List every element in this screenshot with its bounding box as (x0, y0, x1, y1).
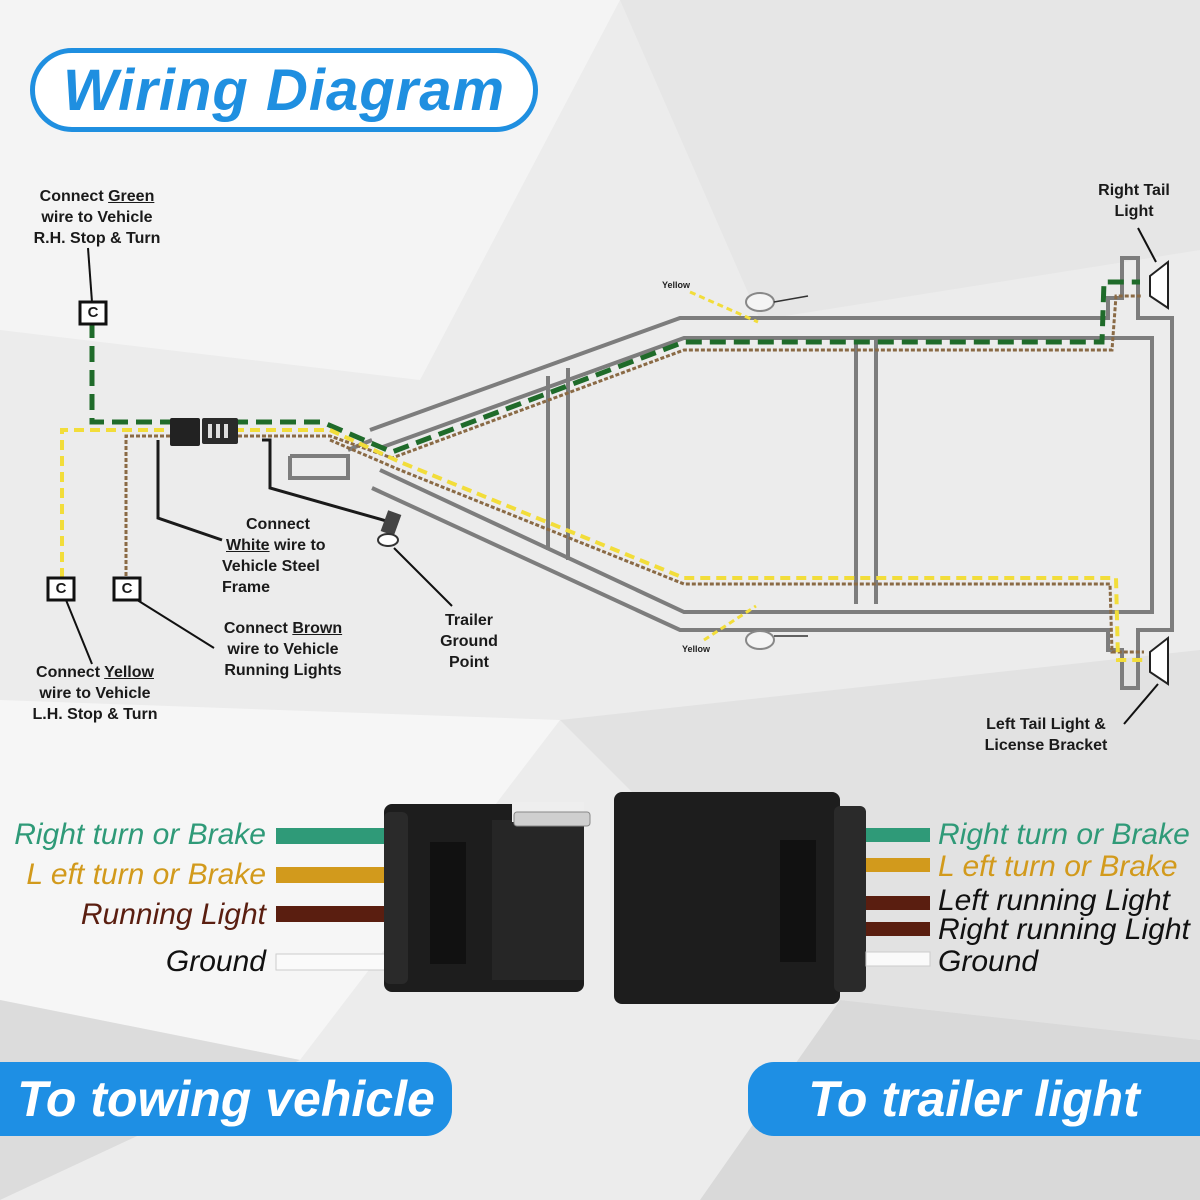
right-tail-light-callout: Right Tail Light (1098, 182, 1170, 220)
brown-wire-callout: Connect Brown wire to Vehicle Running Li… (223, 620, 343, 679)
side-marker-light-top-icon (745, 292, 809, 312)
trailer-wire-yellow (866, 858, 930, 872)
plug-connector-left (170, 418, 200, 446)
yellow-marker-bottom-label: Yellow (682, 644, 711, 654)
vehicle-wire-green (276, 828, 388, 844)
trailer-ground-point-callout: Trailer Ground Point (440, 612, 498, 671)
trailer-wire-label-5: Ground (938, 945, 1039, 978)
trailer-light-banner: To trailer light (748, 1062, 1200, 1136)
trailer-wire-label-1: Right turn or Brake (938, 818, 1190, 851)
connector-tag-yellow-label: C (55, 580, 67, 597)
right-tail-light-icon (1137, 227, 1169, 310)
trailer-wire-brown-2 (866, 922, 930, 936)
vehicle-plug-pin (513, 811, 591, 827)
vehicle-wire-brown (276, 906, 388, 922)
trailer-wire-white (865, 951, 931, 967)
ground-wire (156, 440, 223, 542)
left-tail-light-callout: Left Tail Light & License Bracket (984, 716, 1108, 754)
yellow-wire-callout: Connect Yellow wire to Vehicle L.H. Stop… (32, 664, 158, 723)
trailer-wire-label-2: L eft turn or Brake (938, 850, 1178, 883)
vehicle-wire-white (275, 953, 389, 971)
connector-tag-green (78, 300, 108, 326)
trailer-wire-label-3: Left running Light (938, 884, 1170, 917)
yellow-wire (60, 428, 1146, 662)
yellow-marker-top-label: Yellow (662, 280, 691, 290)
connector-tag-green-label: C (87, 304, 99, 321)
trailer-wire-brown-1 (866, 896, 930, 910)
vehicle-wire-yellow (276, 867, 388, 883)
ground-bolt-icon (377, 510, 402, 547)
green-wire-callout: Connect Green wire to Vehicle R.H. Stop … (33, 188, 161, 247)
diagram-title: Wiring Diagram (62, 57, 506, 123)
connector-tag-brown-label: C (121, 580, 133, 597)
green-wire (89, 279, 1140, 455)
towing-vehicle-banner-text: To towing vehicle (17, 1071, 435, 1127)
title-banner: Wiring Diagram (30, 48, 538, 132)
vehicle-wire-label-2: L eft turn or Brake (26, 858, 266, 891)
trailer-frame (288, 256, 1174, 690)
trailer-light-banner-text: To trailer light (808, 1071, 1140, 1127)
side-marker-light-bottom-icon (745, 630, 808, 650)
white-wire-callout: Connect White wire to Vehicle Steel Fram… (222, 516, 326, 596)
towing-vehicle-banner: To towing vehicle (0, 1062, 452, 1136)
connector-tag-brown (112, 576, 142, 602)
connector-tag-yellow (46, 576, 76, 602)
vehicle-wire-label-1: Right turn or Brake (14, 818, 266, 851)
left-tail-light-icon (1123, 635, 1169, 725)
trailer-wire-green (866, 828, 930, 842)
vehicle-wire-label-4: Ground (165, 945, 266, 978)
trailer-wire-label-4: Right running Light (938, 913, 1190, 946)
vehicle-wire-label-3: Running Light (80, 898, 266, 931)
